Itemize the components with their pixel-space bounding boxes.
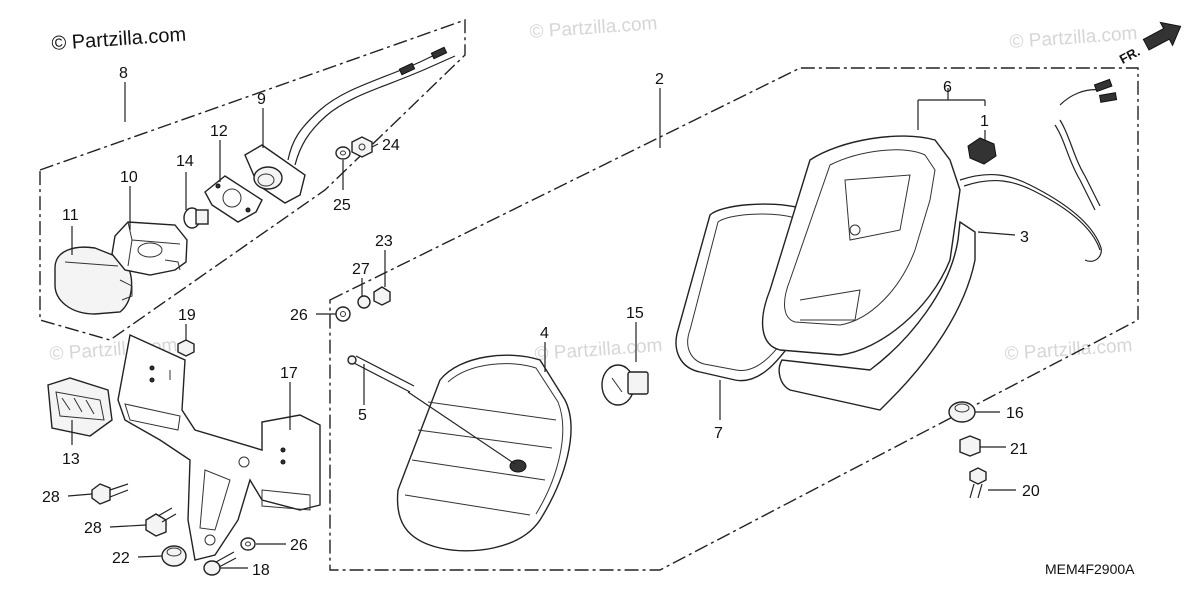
part-9-socket <box>244 46 456 204</box>
part-28-bolt-upper <box>91 483 129 505</box>
part-27-washer <box>357 295 371 309</box>
assembly-outline-right <box>329 67 1139 571</box>
label-2: 2 <box>655 71 664 88</box>
copyright-text: © Partzilla.com <box>51 24 187 55</box>
label-28: 28 <box>84 520 102 537</box>
label-11: 11 <box>62 207 79 224</box>
label-14: 14 <box>176 153 194 170</box>
part-28-bolt-lower <box>145 507 177 537</box>
part-14-bulb <box>183 207 209 229</box>
label-1: 1 <box>980 113 989 130</box>
part-23-nut <box>373 286 391 306</box>
assembly-outline-left <box>39 19 466 341</box>
label-12: 12 <box>210 123 228 140</box>
part-19-bolt <box>177 339 195 357</box>
part-20-bolt <box>969 467 987 499</box>
label-15: 15 <box>626 305 644 322</box>
label-10: 10 <box>120 169 138 186</box>
part-25-washer <box>335 146 351 160</box>
part-22-grommet <box>161 545 187 567</box>
part-24-nut <box>351 136 373 158</box>
label-7: 7 <box>714 425 723 442</box>
leader-lines <box>67 82 1016 569</box>
part-13-reflector <box>47 377 113 437</box>
label-6: 6 <box>943 79 952 96</box>
label-20: 20 <box>1022 483 1040 500</box>
label-8: 8 <box>119 65 128 82</box>
label-22: 22 <box>112 550 130 567</box>
label-3: 3 <box>1020 229 1029 246</box>
wiring-harness <box>959 78 1118 262</box>
label-4: 4 <box>540 325 549 342</box>
label-25: 25 <box>333 197 351 214</box>
watermark: © Partzilla.com <box>1004 335 1133 365</box>
part-6-housing <box>761 135 961 356</box>
label-18: 18 <box>252 562 270 579</box>
label-16: 16 <box>1006 405 1024 422</box>
watermark: © Partzilla.com <box>1009 23 1138 53</box>
part-5-screw <box>347 355 415 393</box>
part-21-collar <box>959 435 981 457</box>
label-27: 27 <box>352 261 370 278</box>
direction-label: FR. <box>1117 44 1143 67</box>
label-23: 23 <box>375 233 393 250</box>
label-17: 17 <box>280 365 298 382</box>
diagram-code: MEM4F2900A <box>1045 561 1135 577</box>
part-4-lens <box>396 354 572 552</box>
label-19: 19 <box>178 307 196 324</box>
label-9: 9 <box>257 91 266 108</box>
label-5: 5 <box>358 407 367 424</box>
watermark: © Partzilla.com <box>529 13 658 43</box>
part-1-grommet <box>967 137 997 165</box>
label-21: 21 <box>1010 441 1028 458</box>
callout-numbers: 8 9 12 10 14 11 24 25 23 27 26 19 17 13 … <box>42 65 1040 579</box>
part-10-housing <box>111 221 188 276</box>
part-26-washer-lower <box>240 537 256 551</box>
watermarks: © Partzilla.com © Partzilla.com © Partzi… <box>49 13 1138 365</box>
part-12-gasket <box>204 175 263 223</box>
label-26: 26 <box>290 307 308 324</box>
part-16-grommet <box>948 401 976 423</box>
part-17-bracket <box>117 333 321 561</box>
label-13: 13 <box>62 451 80 468</box>
label-28: 28 <box>42 489 60 506</box>
part-15-bulb <box>601 364 649 406</box>
arrow-icon <box>1142 21 1182 51</box>
part-3-gasket <box>778 220 976 411</box>
part-26-washer-upper <box>335 306 351 322</box>
label-26: 26 <box>290 537 308 554</box>
watermark: © Partzilla.com <box>534 335 663 365</box>
label-24: 24 <box>382 137 400 154</box>
